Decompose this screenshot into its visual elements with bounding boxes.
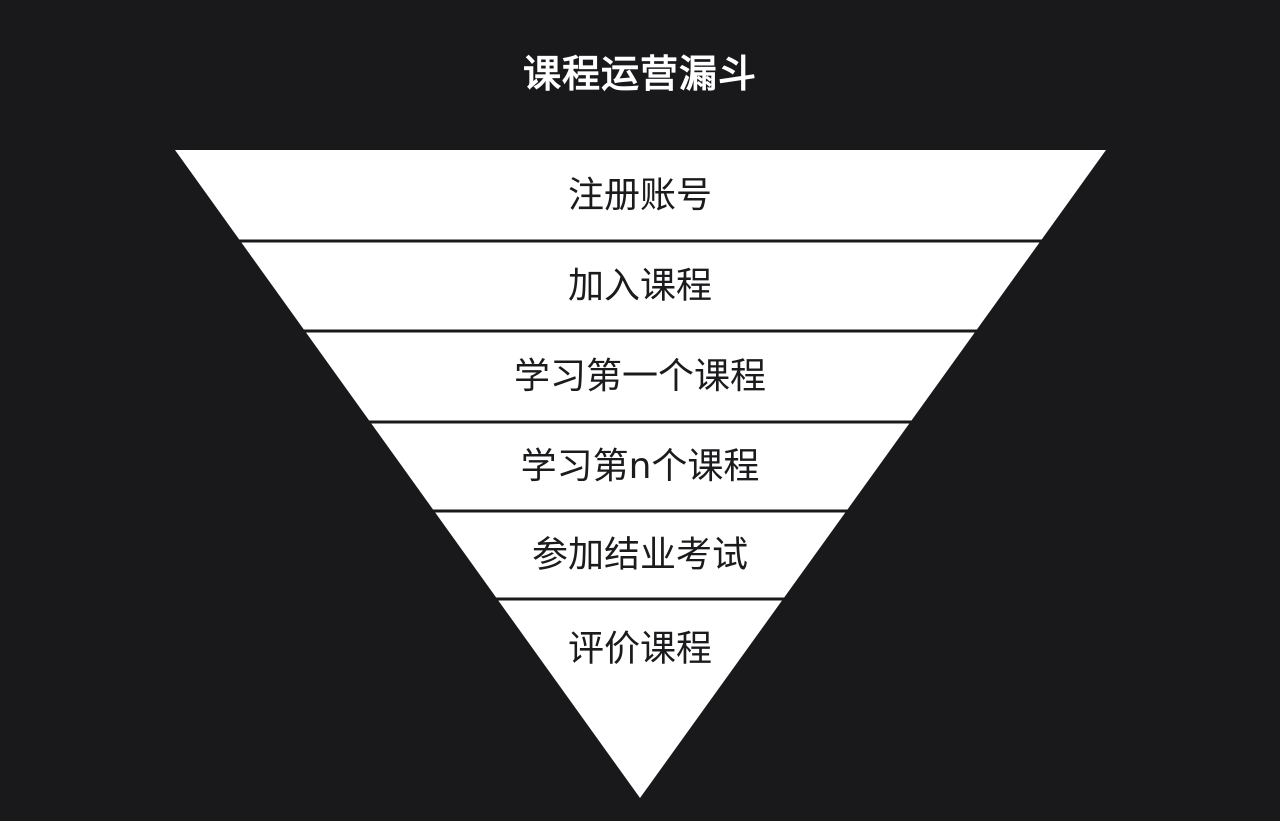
funnel-stage-3 [304, 331, 976, 422]
funnel-stage-4 [370, 422, 911, 511]
funnel-stage-label-4: 学习第n个课程 [521, 446, 760, 487]
funnel-stage-label-5: 参加结业考试 [532, 535, 748, 576]
funnel-stage-5 [434, 511, 847, 599]
funnel-stage-2 [240, 241, 1041, 331]
funnel-stage-label-3: 学习第一个课程 [514, 356, 766, 397]
funnel-stage-label-2: 加入课程 [568, 266, 712, 307]
page-title: 课程运营漏斗 [522, 52, 757, 96]
funnel-stage-6 [497, 599, 784, 798]
funnel-stage-label-1: 注册账号 [568, 175, 712, 216]
funnel-stage-label-6: 评价课程 [568, 629, 712, 670]
funnel-stage-1 [175, 150, 1106, 241]
